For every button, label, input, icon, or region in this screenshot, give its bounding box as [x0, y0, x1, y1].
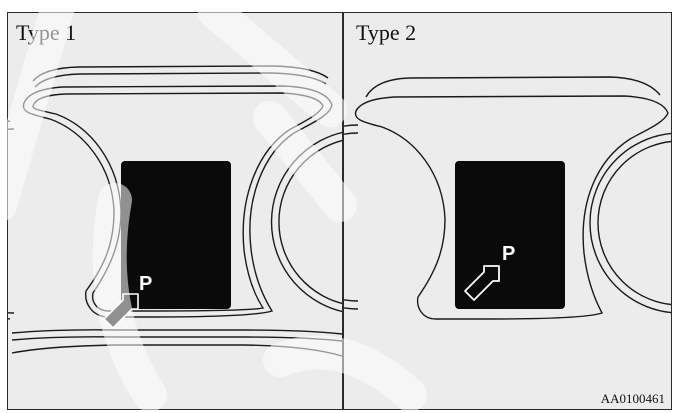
shift-position-arrow-icon [464, 265, 500, 301]
bottom-trim-lower [11, 344, 343, 357]
cluster-outline-type-2: P [344, 76, 671, 320]
left-gauge-arc-outer [8, 128, 15, 314]
multi-information-display [455, 161, 565, 309]
park-indicator-icon: P [139, 273, 152, 295]
cluster-bezel [354, 95, 669, 320]
park-indicator-icon: P [502, 243, 515, 265]
figure-code: AA0100461 [600, 391, 665, 406]
multi-information-display [121, 161, 231, 309]
bottom-trim-middle [11, 336, 343, 342]
panel-label-type-2: Type 2 [356, 20, 417, 45]
cluster-outline-type-1: P [8, 65, 344, 357]
left-gauge-arc-outer-2 [8, 120, 11, 320]
panel-label-type-1: Type 1 [16, 20, 77, 45]
right-gauge-arc-inner [597, 140, 671, 306]
left-gauge-arc-outer [344, 124, 359, 310]
top-trim [365, 76, 661, 98]
bottom-trim-upper [11, 329, 343, 335]
panel-type-1: P Type 1 [8, 13, 344, 409]
top-trim-inner [34, 72, 327, 88]
instrument-cluster-figure: P Type 1 P Type 2 AA0100461 [7, 12, 672, 410]
right-gauge-arc-outer [589, 132, 671, 314]
panel-type-2: P Type 2 [344, 13, 671, 409]
right-gauge-arc-inner [278, 139, 344, 305]
left-gauge-arc-inner [344, 132, 359, 302]
